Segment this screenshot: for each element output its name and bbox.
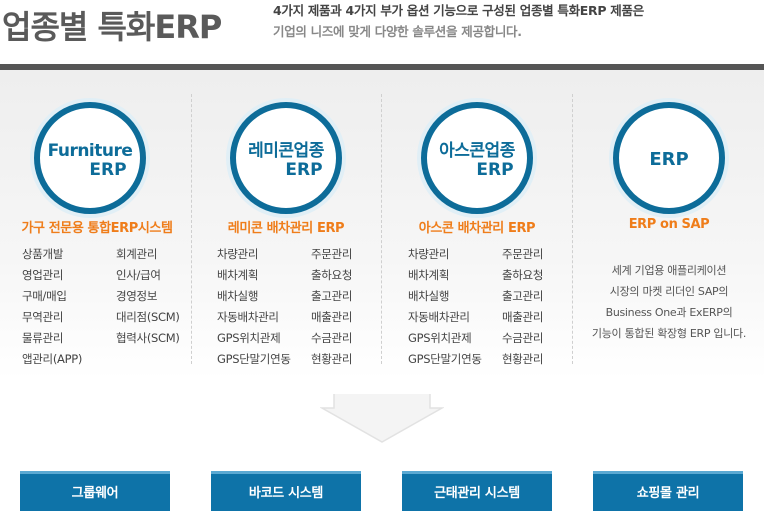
feature-item: GPS위치관제: [217, 331, 281, 345]
badge-line-2: ERP: [89, 160, 127, 180]
feature-item: 매출관리: [502, 310, 544, 324]
product-badge-circle[interactable]: 아스콘업종 ERP: [421, 102, 533, 214]
feature-item: 협력사(SCM): [116, 331, 180, 345]
feature-item: GPS단말기연동: [217, 352, 291, 366]
product-ascon-erp[interactable]: 아스콘업종 ERP 아스콘 배차관리 ERP 차량관리 주문관리 배차계획 출하…: [382, 98, 572, 378]
down-arrow-icon: [320, 394, 444, 443]
groupware-button[interactable]: 그룹웨어: [20, 471, 170, 511]
feature-item: 현황관리: [502, 352, 544, 366]
product-badge-circle[interactable]: Furniture ERP: [34, 102, 146, 214]
product-title: 아스콘 배차관리 ERP: [418, 221, 536, 236]
description-line: Business One과 ExERP의: [605, 306, 733, 319]
feature-item: 상품개발: [22, 247, 64, 261]
page-header: 업종별 특화ERP 4가지 제품과 4가지 부가 옵션 기능으로 구성된 업종별…: [0, 0, 764, 66]
feature-item: GPS위치관제: [408, 331, 472, 345]
feature-item: 수금관리: [311, 331, 353, 345]
feature-list: 차량관리 주문관리 배차계획 출하요청 배차실행 출고관리 자동배차관리 매출관…: [217, 246, 387, 368]
feature-item: 출하요청: [502, 268, 544, 282]
header-divider: [0, 64, 764, 70]
product-furniture-erp[interactable]: Furniture ERP 가구 전문용 통합ERP시스템 상품개발 회계관리 …: [0, 98, 190, 378]
badge-line-2: ERP: [285, 160, 323, 180]
feature-item: 주문관리: [311, 247, 353, 261]
feature-item: 영업관리: [22, 268, 64, 282]
badge-line-1: Furniture: [47, 141, 133, 161]
page-subtitle-line-1: 4가지 제품과 4가지 부가 옵션 기능으로 구성된 업종별 특화ERP 제품은: [273, 3, 644, 18]
badge-line-2: ERP: [476, 160, 514, 180]
feature-item: 자동배차관리: [217, 310, 279, 324]
column-divider: [381, 94, 382, 364]
product-title: ERP on SAP: [628, 217, 710, 232]
attendance-system-button[interactable]: 근태관리 시스템: [402, 471, 552, 511]
product-badge-circle[interactable]: 레미콘업종 ERP: [230, 102, 342, 214]
feature-list: 차량관리 주문관리 배차계획 출하요청 배차실행 출고관리 자동배차관리 매출관…: [408, 246, 578, 368]
feature-item: 수금관리: [502, 331, 544, 345]
badge-line-1: ERP: [649, 149, 689, 170]
feature-item: 출하요청: [311, 268, 353, 282]
product-title: 레미콘 배차관리 ERP: [227, 221, 345, 236]
feature-item: 차량관리: [217, 247, 259, 261]
product-badge-circle[interactable]: ERP: [613, 102, 725, 214]
feature-item: 현황관리: [311, 352, 353, 366]
page-title: 업종별 특화ERP: [2, 8, 222, 46]
feature-item: 매출관리: [311, 310, 353, 324]
feature-item: 배차실행: [408, 289, 450, 303]
feature-item: 회계관리: [116, 247, 158, 261]
feature-item: 대리점(SCM): [116, 310, 180, 324]
description-line: 기능이 통합된 확장형 ERP 입니다.: [591, 327, 747, 340]
feature-item: 출고관리: [311, 289, 353, 303]
feature-item: 차량관리: [408, 247, 450, 261]
feature-item: 구매/매입: [22, 289, 67, 303]
feature-item: 경영정보: [116, 289, 158, 303]
shopping-mall-button[interactable]: 쇼핑몰 관리: [593, 471, 743, 511]
product-erp-on-sap[interactable]: ERP ERP on SAP 세계 기업용 애플리케이션 시장의 마켓 리더인 …: [574, 98, 764, 378]
badge-line-1: 아스콘업종: [439, 141, 515, 161]
feature-item: 출고관리: [502, 289, 544, 303]
product-title: 가구 전문용 통합ERP시스템: [21, 221, 173, 236]
feature-item: 배차계획: [217, 268, 259, 282]
description-line: 시장의 마켓 리더인 SAP의: [609, 285, 729, 298]
column-divider: [191, 94, 192, 364]
feature-item: 앱관리(APP): [22, 352, 83, 366]
feature-item: 주문관리: [502, 247, 544, 261]
feature-item: 인사/급여: [116, 268, 161, 282]
barcode-system-button[interactable]: 바코드 시스템: [211, 471, 361, 511]
product-description: 세계 기업용 애플리케이션 시장의 마켓 리더인 SAP의 Business O…: [574, 260, 764, 344]
page-subtitle-line-2: 기업의 니즈에 맞게 다양한 솔루션을 제공합니다.: [273, 24, 522, 39]
product-remicon-erp[interactable]: 레미콘업종 ERP 레미콘 배차관리 ERP 차량관리 주문관리 배차계획 출하…: [191, 98, 381, 378]
feature-item: 배차실행: [217, 289, 259, 303]
column-divider: [572, 94, 573, 364]
feature-item: [116, 351, 196, 368]
description-line: 세계 기업용 애플리케이션: [611, 264, 727, 277]
badge-line-1: 레미콘업종: [248, 141, 324, 161]
feature-item: 자동배차관리: [408, 310, 470, 324]
feature-item: 무역관리: [22, 310, 64, 324]
feature-list: 상품개발 회계관리 영업관리 인사/급여 구매/매입 경영정보 무역관리 대리점…: [22, 246, 192, 368]
feature-item: 물류관리: [22, 331, 64, 345]
feature-item: 배차계획: [408, 268, 450, 282]
feature-item: GPS단말기연동: [408, 352, 482, 366]
